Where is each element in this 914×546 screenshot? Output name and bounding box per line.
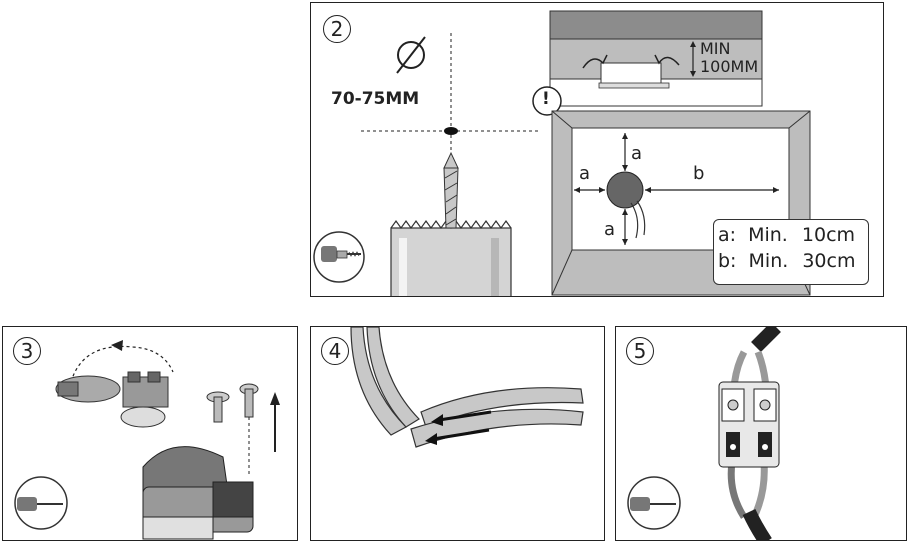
- step-number-2: 2: [323, 15, 351, 43]
- dim-a-bottom: a: [604, 219, 616, 240]
- screwdriver-icon: [627, 476, 681, 530]
- legend-row-b: b: Min. 30cm: [718, 248, 864, 274]
- screws: [206, 383, 259, 423]
- legend-a-text: Min.: [748, 224, 788, 246]
- step-5-illustration: [627, 327, 781, 540]
- arrow-up-icon: [270, 392, 280, 452]
- warning-symbol: !: [542, 89, 550, 109]
- step-number-5: 5: [626, 337, 654, 365]
- dim-a-top: a: [631, 143, 643, 164]
- drill-tool-icon: [313, 231, 365, 283]
- panel-step-5: 5: [615, 326, 907, 541]
- legend-b-value: 30cm: [802, 250, 856, 272]
- push-direction-arrows: [425, 410, 492, 445]
- warning-icon: [532, 86, 562, 116]
- screwdriver-icon: [14, 476, 68, 530]
- step-number-4: 4: [321, 337, 349, 365]
- dim-b: b: [693, 163, 705, 184]
- step-2-illustration: [313, 10, 811, 296]
- sensor-housing: [142, 446, 254, 540]
- step-3-illustration: [14, 340, 280, 540]
- panel-step-3: 3: [2, 326, 298, 541]
- diameter-icon: [396, 36, 426, 74]
- legend-row-a: a: Min. 10cm: [718, 222, 864, 248]
- legend-b-key: b:: [718, 250, 737, 272]
- junction-box: [606, 171, 646, 239]
- hole-marker: [444, 127, 458, 135]
- legend-a-key: a:: [718, 224, 737, 246]
- panel-step-4: 4: [310, 326, 605, 541]
- terminal-block: [55, 371, 169, 428]
- dim-a-left: a: [579, 163, 591, 184]
- ceiling-section: [549, 10, 763, 107]
- clearance-label-min: MIN: [700, 39, 731, 58]
- connector-block: [718, 381, 780, 468]
- clearance-label-value: 100MM: [700, 57, 759, 76]
- distance-legend: a: Min. 10cm b: Min. 30cm: [713, 219, 869, 285]
- legend-b-text: Min.: [748, 250, 789, 272]
- panel-step-2: 2 70-75MM MIN 100MM ! a a a b a: Min. 10…: [310, 2, 884, 297]
- step-number-3: 3: [13, 337, 41, 365]
- cable-ends: [350, 327, 584, 448]
- hole-saw: [390, 219, 512, 296]
- legend-a-value: 10cm: [801, 224, 856, 246]
- hole-size-label: 70-75MM: [331, 89, 420, 109]
- drill-bit: [443, 151, 459, 229]
- step-4-illustration: [350, 327, 584, 448]
